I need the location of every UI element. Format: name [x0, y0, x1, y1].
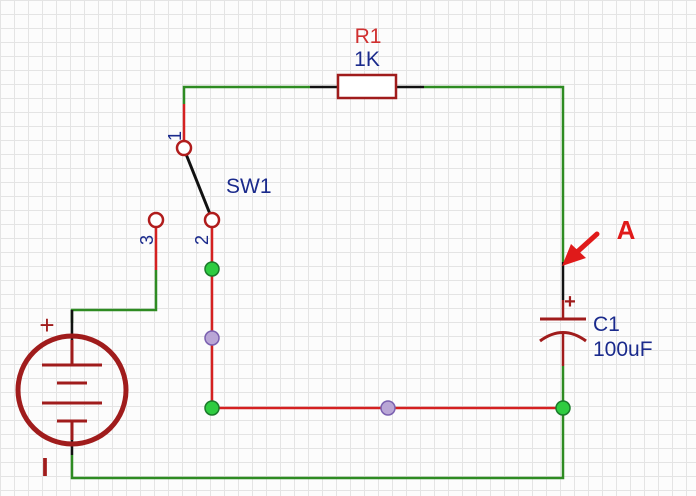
arrow-head-icon	[562, 244, 586, 266]
resistor-r1-value: 1K	[354, 48, 380, 71]
node-bottom-middle[interactable]	[380, 400, 396, 416]
switch-terminal-1[interactable]	[175, 139, 193, 157]
node-bottom-right[interactable]	[555, 400, 571, 416]
arrow-shaft	[573, 231, 600, 256]
red-wires	[154, 104, 563, 410]
switch-terminal-2[interactable]	[203, 211, 221, 229]
switch-terminal-3[interactable]	[147, 211, 165, 229]
resistor-r1-body[interactable]	[336, 73, 398, 100]
black-wires	[70, 85, 565, 455]
switch-pin-3-label: 3	[137, 235, 157, 245]
capacitor-plate-bottom[interactable]	[539, 331, 587, 343]
annotation-arrow-a: A	[562, 215, 636, 266]
battery-body[interactable]	[15, 333, 129, 447]
switch-sw1-ref: SW1	[226, 175, 272, 198]
battery-plus-label: +	[39, 310, 54, 340]
switch-pin-2-label: 2	[192, 235, 212, 245]
wire-top-left	[182, 85, 310, 104]
capacitor-polarity-mark: +	[564, 291, 576, 313]
annotation-label-a: A	[617, 215, 636, 245]
switch-pin-1-label: 1	[165, 131, 185, 141]
capacitor-c1-ref: C1	[593, 313, 620, 336]
switch-lever[interactable]	[182, 148, 214, 220]
node-left-middle[interactable]	[204, 330, 220, 346]
battery-minus-label: I	[41, 452, 48, 482]
green-wires	[70, 85, 565, 480]
resistor-r1-ref: R1	[355, 25, 382, 48]
junction-nodes	[204, 261, 571, 416]
wire-top-right	[424, 85, 565, 262]
node-left-upper[interactable]	[204, 261, 220, 277]
capacitor-c1-value: 100uF	[593, 338, 653, 361]
wire-battery-top	[70, 270, 158, 323]
wire-bottom	[70, 408, 565, 480]
node-bottom-left[interactable]	[204, 400, 220, 416]
